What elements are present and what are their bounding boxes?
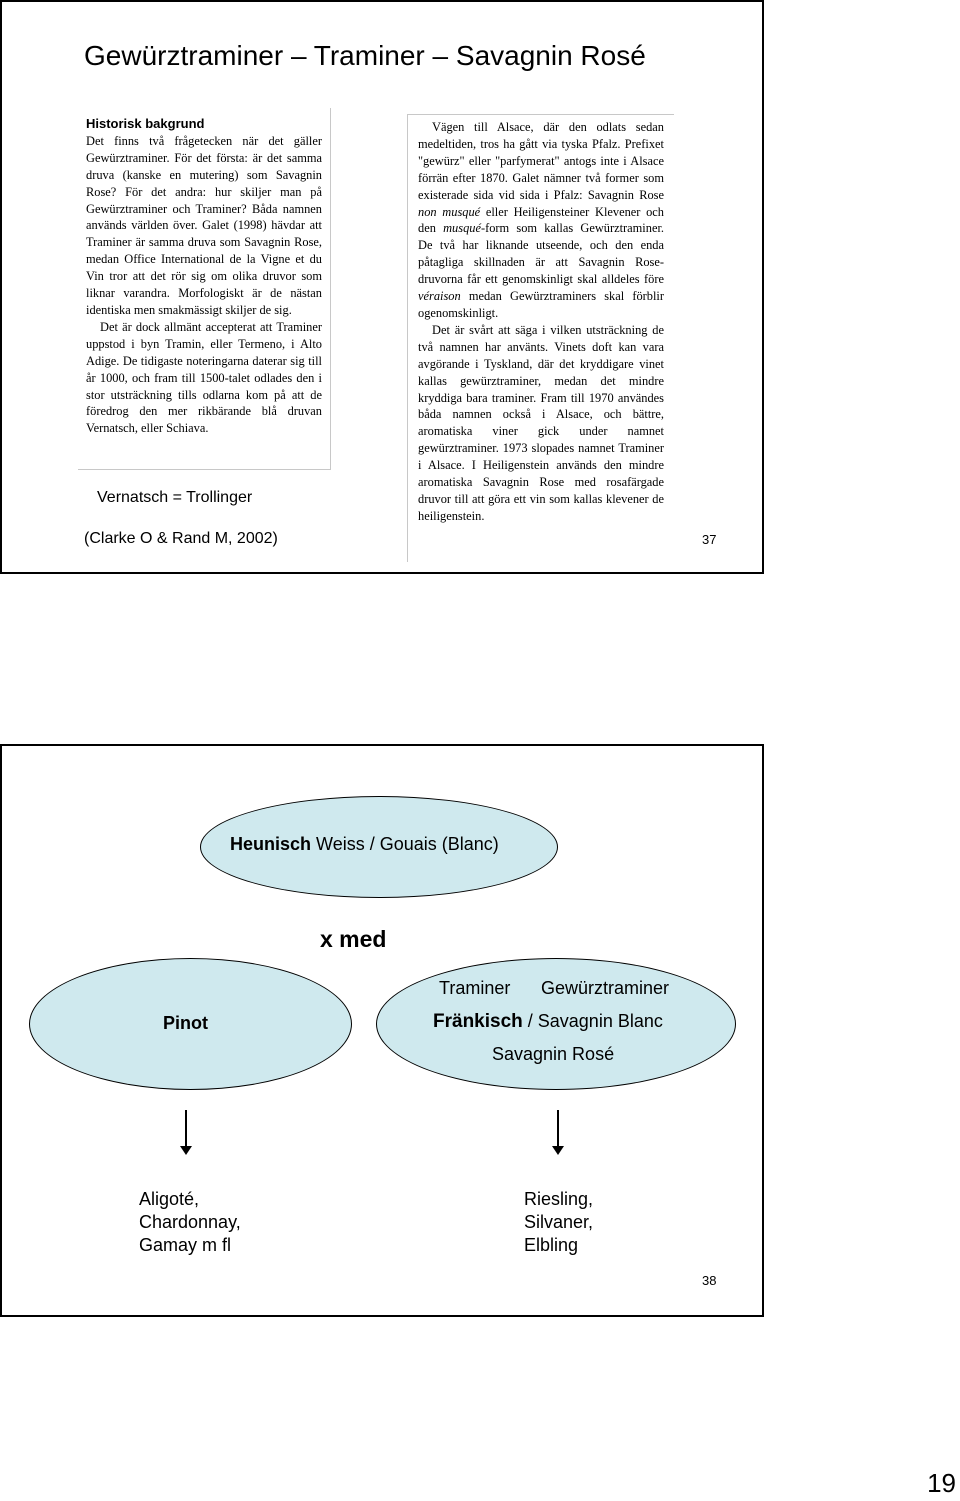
heunisch-label: Heunisch Weiss / Gouais (Blanc) bbox=[230, 834, 499, 855]
gewurztraminer-label: Gewürztraminer bbox=[541, 978, 670, 998]
cross-label: x med bbox=[320, 926, 387, 952]
pinot-offspring-list: Aligoté, Chardonnay, Gamay m fl bbox=[139, 1188, 241, 1257]
frankisch-rest: / Savagnin Blanc bbox=[522, 1011, 663, 1031]
text-run: medan Gewürztraminers skal förblir ogeno… bbox=[418, 289, 664, 320]
list-item: Silvaner, bbox=[524, 1212, 594, 1232]
paragraph: Det är dock allmänt accepterat att Trami… bbox=[86, 319, 322, 436]
text-run: eller Heiligensteiner Klevener och den bbox=[418, 204, 664, 236]
italic-term: véraison bbox=[418, 289, 461, 304]
frankisch-label: Fränkisch / Savagnin Blanc bbox=[433, 1011, 663, 1033]
frankisch-bold: Fränkisch bbox=[433, 1011, 523, 1032]
section-heading: Historisk bakgrund bbox=[86, 116, 205, 131]
arrow-down-icon bbox=[552, 1110, 564, 1155]
traminer-label: Traminer bbox=[439, 978, 511, 998]
list-item: Aligoté, bbox=[139, 1189, 200, 1209]
heunisch-ellipse bbox=[200, 796, 558, 898]
italic-term: musqué bbox=[443, 221, 481, 236]
text-run: -form som kallas Gewürztraminer. De två … bbox=[418, 221, 664, 287]
heunisch-rest: Weiss / Gouais (Blanc) bbox=[311, 834, 499, 854]
vernatsch-note: Vernatsch = Trollinger bbox=[97, 489, 253, 506]
traminer-offspring-list: Riesling, Silvaner, Elbling bbox=[524, 1188, 593, 1257]
paragraph: Vägen till Alsace, där den odlats sedan … bbox=[418, 119, 664, 322]
paragraph: Det är svårt att säga i vilken utsträckn… bbox=[418, 322, 664, 523]
paragraph: Det finns två frågetecken när det gäller… bbox=[86, 133, 322, 317]
text-run: Vägen till Alsace, där den odlats sedan … bbox=[418, 120, 664, 202]
slide-number: 38 bbox=[702, 1273, 717, 1288]
slide-number: 37 bbox=[702, 532, 717, 547]
savagnin-rose-label: Savagnin Rosé bbox=[492, 1044, 615, 1064]
list-item: Chardonnay, bbox=[139, 1212, 241, 1232]
scanned-text-right: Vägen till Alsace, där den odlats sedan … bbox=[407, 114, 674, 562]
slide-38: Heunisch Weiss / Gouais (Blanc) x med Pi… bbox=[0, 744, 764, 1317]
list-item: Gamay m fl bbox=[139, 1235, 232, 1255]
slide-title: Gewürztraminer – Traminer – Savagnin Ros… bbox=[84, 40, 646, 71]
arrow-down-icon bbox=[180, 1110, 192, 1155]
pinot-label: Pinot bbox=[163, 1013, 208, 1033]
citation: (Clarke O & Rand M, 2002) bbox=[84, 530, 278, 547]
pinot-ellipse bbox=[29, 958, 352, 1090]
scanned-text-left: Historisk bakgrund Det finns två frågete… bbox=[78, 108, 331, 470]
heunisch-bold: Heunisch bbox=[230, 834, 312, 854]
list-item: Riesling, bbox=[524, 1189, 594, 1209]
page-number: 19 bbox=[927, 1468, 956, 1498]
list-item: Elbling bbox=[524, 1235, 579, 1255]
traminer-ellipse bbox=[376, 958, 736, 1090]
slide-37: Gewürztraminer – Traminer – Savagnin Ros… bbox=[0, 0, 764, 574]
italic-term: non musqué bbox=[418, 204, 481, 219]
